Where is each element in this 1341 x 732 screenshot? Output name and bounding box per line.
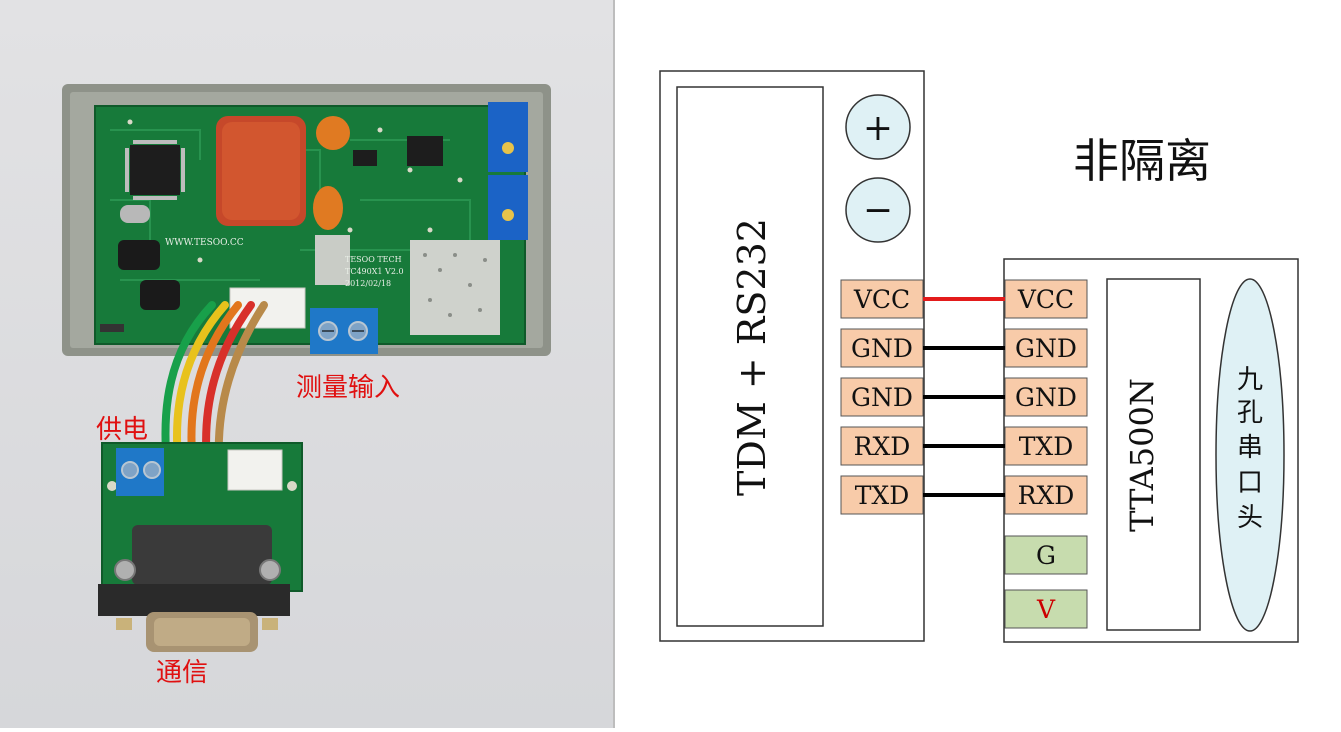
db9-connector-shape	[1215, 278, 1285, 632]
right-pin-label: GND	[1015, 334, 1077, 363]
measure-input-terminal	[310, 308, 378, 354]
wiring-diagram: 非隔离 TDM + RS232 + − VCC GND GND RXD TXD TTA5…	[615, 0, 1341, 728]
left-pin-txd-4: TXD	[840, 475, 924, 515]
power-label: 供电	[96, 415, 148, 445]
left-pin-label: GND	[851, 334, 913, 363]
diagram-title: 非隔离	[1073, 134, 1211, 188]
right-pin-rxd-4: RXD	[1004, 475, 1088, 515]
extra-pin-g: G	[1004, 535, 1088, 575]
left-pin-label: RXD	[854, 432, 911, 461]
left-pin-label: TXD	[855, 481, 910, 510]
left-pin-label: GND	[851, 383, 913, 412]
right-pin-gnd-2: GND	[1004, 377, 1088, 417]
left-module: TDM + RS232 + − VCC GND GND RXD TXD	[659, 70, 925, 642]
silkscreen-date: 2012/02/18	[345, 279, 391, 288]
left-module-title: TDM + RS232	[730, 218, 774, 496]
extra-pin-v: V	[1004, 589, 1088, 629]
panel-divider	[613, 0, 615, 728]
plus-terminal: +	[845, 94, 911, 160]
db9-connector	[98, 525, 290, 652]
product-photo-panel: WWW.TESOO.CC TESOO TECH TC490X1 V2.0 201…	[0, 0, 613, 728]
right-pin-label: GND	[1015, 383, 1077, 412]
right-pin-txd-3: TXD	[1004, 426, 1088, 466]
connector-label-char: 孔	[1237, 398, 1263, 428]
measure-input-label: 测量输入	[296, 373, 400, 403]
left-pin-vcc-0: VCC	[840, 279, 924, 319]
power-terminal	[116, 448, 164, 496]
connector-label-char: 头	[1237, 503, 1263, 533]
right-pin-label: VCC	[1017, 285, 1074, 314]
extra-pin-label: V	[1036, 595, 1056, 624]
comm-label: 通信	[156, 658, 208, 688]
right-pin-gnd-1: GND	[1004, 328, 1088, 368]
connector-label-char: 串	[1237, 433, 1263, 463]
right-module-title: TTA500N	[1123, 378, 1161, 532]
wiring-diagram-panel: 非隔离 TDM + RS232 + − VCC GND GND RXD TXD TTA5…	[615, 0, 1341, 728]
wires	[923, 297, 1005, 497]
right-pin-label: RXD	[1018, 481, 1075, 510]
plus-terminal-label: +	[863, 108, 893, 149]
product-photo: WWW.TESOO.CC TESOO TECH TC490X1 V2.0 201…	[0, 0, 613, 728]
minus-terminal-label: −	[863, 190, 893, 231]
right-pin-label: TXD	[1019, 432, 1074, 461]
extra-pin-label: G	[1036, 541, 1056, 570]
minus-terminal: −	[845, 177, 911, 243]
main-pcb: WWW.TESOO.CC TESOO TECH TC490X1 V2.0 201…	[94, 102, 528, 354]
silkscreen-website: WWW.TESOO.CC	[165, 238, 244, 248]
silkscreen-brand: TESOO TECH	[345, 255, 402, 264]
left-pin-rxd-3: RXD	[840, 426, 924, 466]
right-pin-vcc-0: VCC	[1004, 279, 1088, 319]
left-pin-gnd-2: GND	[840, 377, 924, 417]
left-pin-label: VCC	[853, 285, 910, 314]
connector-label-char: 口	[1237, 468, 1263, 498]
silkscreen-model: TC490X1 V2.0	[345, 267, 404, 276]
connector-label-char: 九	[1237, 365, 1263, 395]
left-pin-gnd-1: GND	[840, 328, 924, 368]
